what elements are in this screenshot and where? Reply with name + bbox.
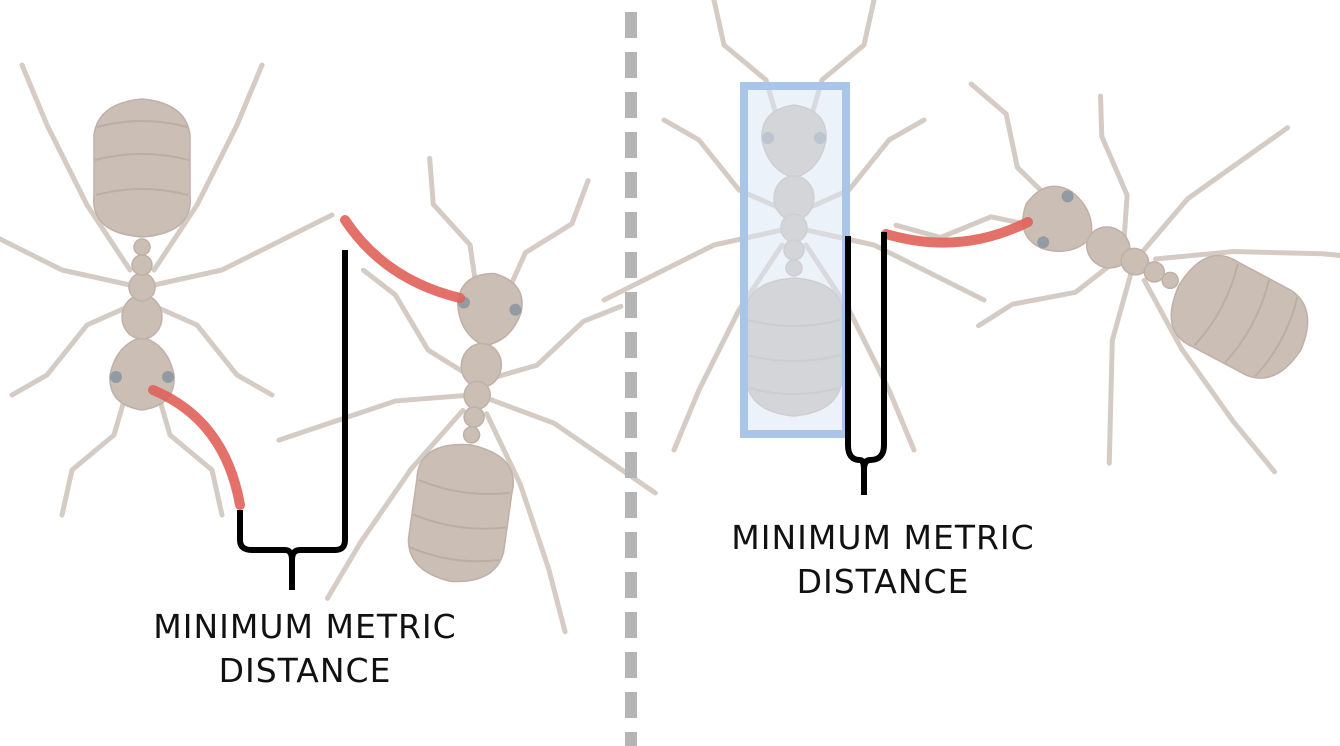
left-ant-upside-down bbox=[0, 65, 332, 515]
left-label-line2: DISTANCE bbox=[218, 651, 392, 690]
left-distance-bracket bbox=[237, 250, 348, 590]
left-distance-label: MINIMUM METRIC DISTANCE bbox=[150, 605, 460, 693]
right-label-line1: MINIMUM METRIC bbox=[731, 518, 1035, 557]
right-distance-bracket bbox=[845, 232, 887, 495]
right-distance-label: MINIMUM METRIC DISTANCE bbox=[728, 516, 1038, 604]
right-ant-antenna-highlight bbox=[881, 217, 1033, 248]
left-ant-1-antenna-highlight bbox=[148, 385, 245, 510]
left-ant-2-antenna-highlight bbox=[340, 215, 465, 303]
left-label-line1: MINIMUM METRIC bbox=[153, 607, 457, 646]
right-label-line2: DISTANCE bbox=[796, 562, 970, 601]
right-ant-bounding-box bbox=[740, 82, 850, 438]
